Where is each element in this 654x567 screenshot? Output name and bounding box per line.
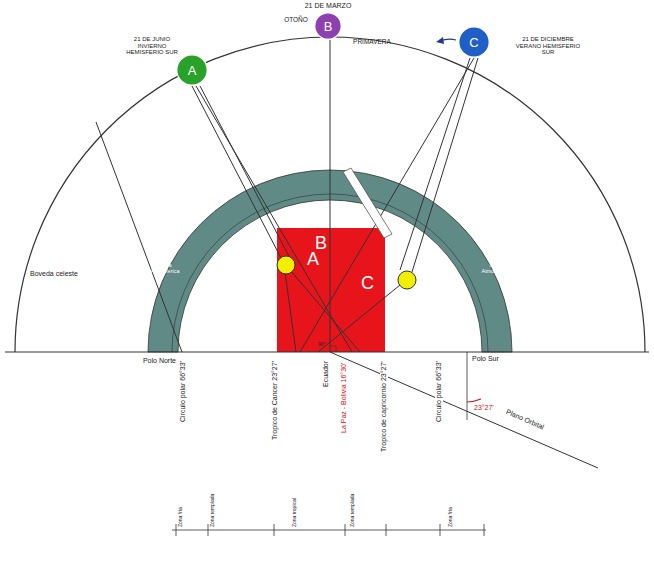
latitude-label: Tropico de Cancer 23°27' (271, 361, 279, 440)
zone-label: Zona tropical (292, 498, 298, 527)
angle-label: 23°27' (474, 404, 494, 412)
sun-disc (459, 27, 489, 57)
sun-circle: A (176, 54, 208, 86)
zone-label: Zona templada (350, 494, 356, 527)
season-label: PRIMAVERA (353, 38, 391, 45)
sun-circle: C (458, 26, 490, 58)
latitude-label: Circulo polar 66°33' (179, 361, 187, 422)
latitude-label: Ecuador (322, 361, 330, 387)
earth-dot (277, 256, 295, 274)
light-strip (343, 168, 392, 238)
sun-disc (177, 55, 207, 85)
latitude-label: La Paz - Bolivia 16°30' (340, 363, 348, 433)
atmosphere-label: Capa Atmosferica (479, 262, 513, 274)
celestial-vault (15, 37, 645, 352)
vault-label: Boveda celeste (30, 270, 78, 278)
zone-letter: A (307, 250, 319, 268)
orbital-plane-line (330, 352, 598, 468)
zone-label: Zona fria (448, 507, 454, 527)
zone-label: Zona fria (178, 507, 184, 527)
pole-label: Polo Norte (143, 357, 176, 365)
latitude-label: Circulo polar 66°33' (435, 361, 443, 422)
earth-dot (398, 271, 416, 289)
pole-tick (467, 352, 468, 420)
sun-letter: B (324, 20, 333, 33)
latitude-label: Tropico de capricornio 23°27' (380, 361, 388, 452)
season-label: OTOÑO (284, 16, 308, 23)
zone-label: Zona templada (210, 494, 216, 527)
atmosphere-label: Capa Atmosferica (148, 262, 182, 274)
date-label: 21 DE JUNIO INVIERNO HEMISFERIO SUR (121, 36, 183, 56)
sun-circle: B (314, 12, 342, 40)
angle-arc (467, 399, 481, 402)
date-label: 21 DE DICIEMBRE VERANO HEMISFERIO SUR (512, 36, 584, 56)
axis-line (96, 122, 182, 352)
angle-label: 90° (318, 342, 326, 348)
zone-scale (172, 524, 486, 536)
sun-letter: C (469, 36, 478, 49)
zone-letter: C (361, 274, 374, 292)
sun-letter: A (188, 64, 197, 77)
tropical-zone-box: AB C (277, 228, 385, 352)
right-angle-mark (330, 346, 336, 352)
orbit-arrowhead (436, 37, 444, 44)
pole-label: Polo Sur (472, 355, 499, 363)
tropical-zone (277, 228, 385, 352)
zone-letter: B (315, 234, 327, 252)
orbital-plane-label: Plano Orbital (505, 408, 545, 431)
sun-rays (192, 40, 478, 352)
date-label: 21 DE MARZO (305, 2, 352, 10)
sun-disc (315, 13, 341, 39)
baseline (5, 351, 649, 352)
